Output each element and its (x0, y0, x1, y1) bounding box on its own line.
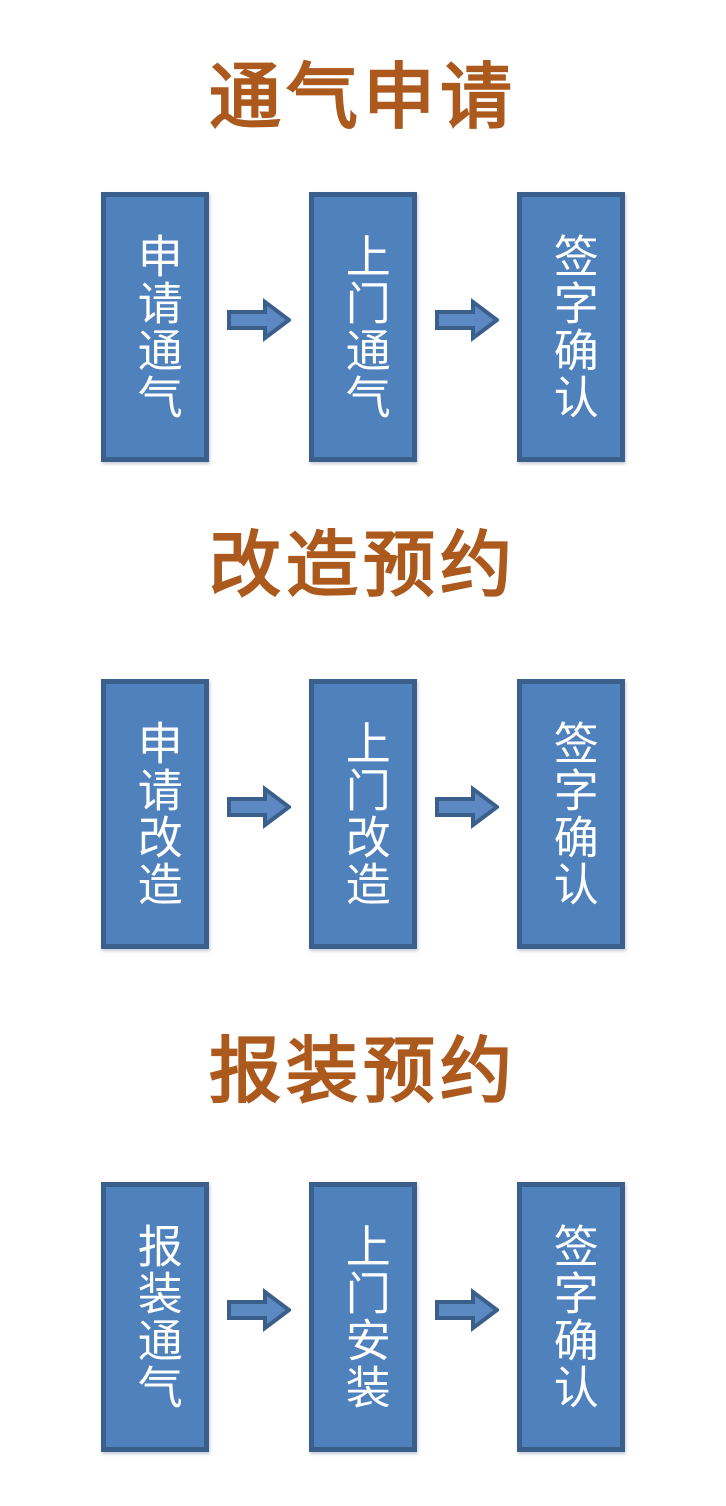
step-box: 申请改造 (101, 679, 209, 949)
step-box: 申请通气 (101, 192, 209, 462)
flow-row-installation: 报装通气 上门安装 签字确认 (0, 1182, 726, 1452)
section-title-installation: 报装预约 (208, 1032, 517, 1112)
step-box: 上门通气 (309, 192, 417, 462)
flow-arrow-icon (227, 298, 291, 342)
step-box: 上门改造 (309, 679, 417, 949)
step-box: 签字确认 (517, 192, 625, 462)
flow-arrow-icon (435, 1288, 499, 1332)
flow-row-gas-connection: 申请通气 上门通气 签字确认 (0, 192, 726, 462)
step-label: 上门安装 (338, 1223, 389, 1411)
flow-arrow-icon (435, 785, 499, 829)
step-box: 上门安装 (309, 1182, 417, 1452)
step-label: 签字确认 (546, 1223, 597, 1411)
step-label: 申请通气 (130, 233, 181, 421)
step-box: 签字确认 (517, 1182, 625, 1452)
flow-arrow-icon (435, 298, 499, 342)
step-box: 签字确认 (517, 679, 625, 949)
flow-arrow-icon (227, 1288, 291, 1332)
step-box: 报装通气 (101, 1182, 209, 1452)
section-title-renovation: 改造预约 (208, 526, 517, 606)
step-label: 签字确认 (546, 233, 597, 421)
step-label: 签字确认 (546, 720, 597, 908)
step-label: 申请改造 (130, 720, 181, 908)
step-label: 报装通气 (130, 1223, 181, 1411)
flow-row-renovation: 申请改造 上门改造 签字确认 (0, 679, 726, 949)
step-label: 上门通气 (338, 233, 389, 421)
flow-arrow-icon (227, 785, 291, 829)
step-label: 上门改造 (338, 720, 389, 908)
section-title-gas-connection: 通气申请 (208, 58, 517, 138)
